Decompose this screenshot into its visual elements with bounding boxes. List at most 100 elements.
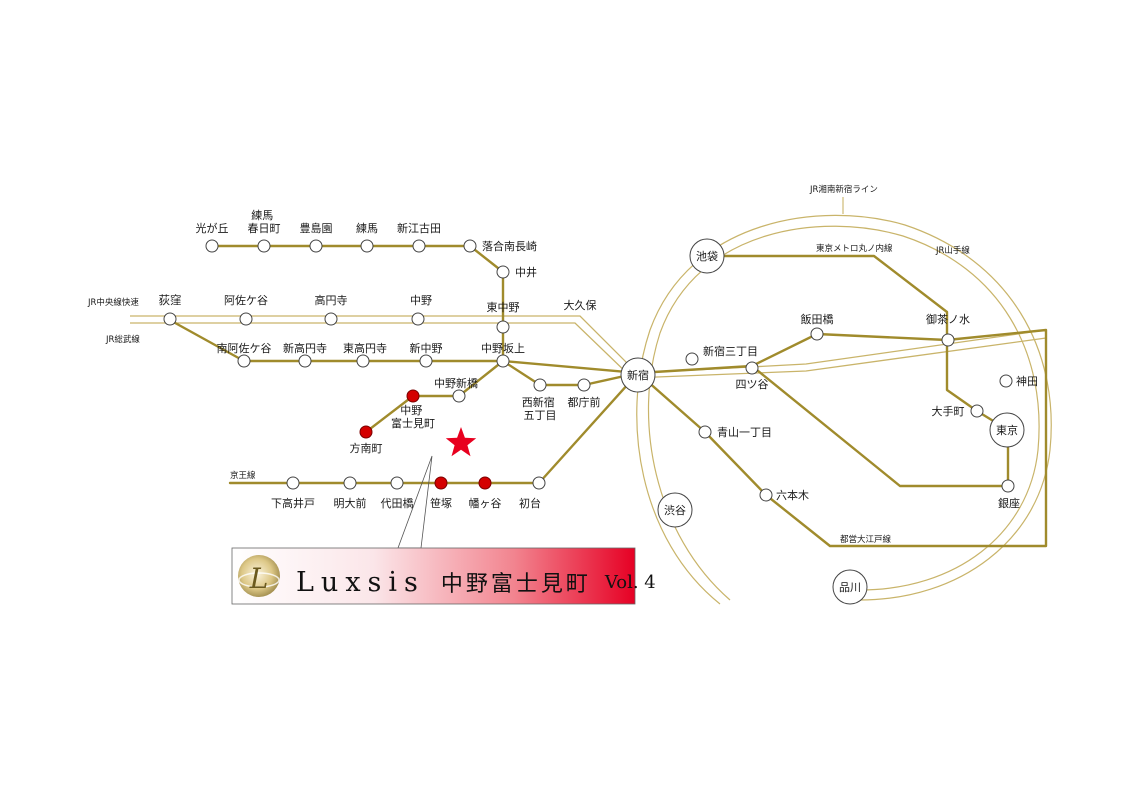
label-nakai: 中井 [515,265,537,279]
label-kanda: 神田 [1016,374,1038,388]
label-tochomae: 都庁前 [568,395,601,409]
label-honancho: 方南町 [350,441,383,455]
station-ikebukuro-hub [689,238,725,274]
label-otemachi: 大手町 [932,404,965,418]
station-shin-koenji [298,354,312,368]
station-otemachi [970,404,984,418]
label-ochiai-minami-nagasaki: 落合南長崎 [482,239,537,253]
station-ochanomizu [941,333,955,347]
station-yoyogi-uehara [390,476,404,490]
station-honancho [359,425,373,439]
station-hatagaya [478,476,492,490]
station-nakano-fujimicho [406,389,420,403]
line-label-chuo-rapid: JR中央線快速 [87,297,139,308]
station-nerima-kasugacho [257,239,271,253]
label-nerima-kasugacho-1: 練馬 [251,208,273,222]
station-asagaya [239,312,253,326]
label-nakano-shimbashi: 中野新橋 [434,376,478,390]
label-nakano-fujimicho-1: 中野 [400,404,422,417]
label-meidaimae: 明大前 [334,496,367,510]
station-shinjuku-sanchome [685,352,699,366]
label-higashi-nakano: 東中野 [487,301,520,314]
label-higashi-koenji: 東高円寺 [343,341,387,355]
station-iidabashi [810,327,824,341]
station-nerima [360,239,374,253]
station-hatsudai [532,476,546,490]
station-nakano [411,312,425,326]
label-roppongi: 六本木 [776,488,809,502]
station-tokyo-hub [989,412,1025,448]
label-shinagawa: 品川 [839,581,861,594]
label-nerima-kasugacho: 練馬 春日町 [248,208,281,235]
label-ginza: 銀座 [998,496,1020,510]
label-nakano-sakaue: 中野坂上 [481,342,525,355]
label-okubo: 大久保 [564,298,597,312]
yamanote-line [636,214,1052,605]
station-sasazuka [434,476,448,490]
station-roppongi [759,488,773,502]
banner: L [231,547,636,605]
label-hatsudai: 初台 [519,496,541,510]
brand-name: Luxsis [296,566,425,598]
station-higashi-nakano [496,320,510,334]
label-nerima-kasugacho-2: 春日町 [248,222,281,235]
label-shin-nakano: 新中野 [410,341,443,355]
banner-title: Luxsis 中野富士見町 Vol. 4 [296,562,656,602]
label-nakano-fujimicho: 中野 富士見町 [391,404,435,430]
station-kanda [999,374,1013,388]
label-toshimaen: 豊島園 [300,221,333,235]
station-meidaimae [343,476,357,490]
oedo-line [208,244,1048,548]
line-label-shonan-shinjuku: JR湘南新宿ライン [809,184,878,195]
line-label-oedo: 都営大江戸線 [840,534,892,545]
station-nakai [496,265,510,279]
line-label-keio: 京王線 [230,470,256,481]
label-yotsuya: 四ツ谷 [736,378,769,391]
label-nerima: 練馬 [356,221,378,235]
station-ochiai-minami-nagasaki [463,239,477,253]
label-ogikubo: 荻窪 [159,293,182,307]
property-name: 中野富士見町 [440,572,591,597]
label-shimotakaido: 下高井戸 [271,496,315,510]
station-tochomae [577,378,591,392]
station-shinagawa-hub [832,569,868,605]
label-nishi-shinjuku-gochome: 西新宿 五丁目 [522,395,559,422]
label-shinjuku-sanchome: 新宿三丁目 [703,344,758,358]
label-shibuya: 渋谷 [664,504,686,517]
station-shinjuku-hub [620,357,656,393]
label-nishi-shinjuku-1: 西新宿 [522,395,555,409]
line-label-marunouchi: 東京メトロ丸ノ内線 [816,243,893,254]
label-hikarigaoka: 光が丘 [196,221,229,235]
station-ogikubo [163,312,177,326]
label-nishi-shinjuku-2: 五丁目 [524,409,557,422]
label-ikebukuro: 池袋 [696,249,718,263]
label-shinjuku: 新宿 [627,368,649,382]
logo-emblem: L [238,555,280,597]
logo-letter: L [249,562,269,595]
station-higashi-koenji [356,354,370,368]
property-star-icon [445,427,477,457]
station-minami-asagaya [237,354,251,368]
station-hikarigaoka [205,239,219,253]
label-nakano-fujimicho-2: 富士見町 [391,416,435,430]
label-shin-egota: 新江古田 [397,221,441,235]
station-shin-nakano [419,354,433,368]
station-aoyama-itchome [698,425,712,439]
label-asagaya: 阿佐ケ谷 [224,293,268,307]
station-koenji [324,312,338,326]
station-ginza [1001,479,1015,493]
marunouchi-line [166,254,1010,488]
label-ochanomizu: 御茶ノ水 [926,312,970,326]
station-yotsuya [745,361,759,375]
label-tokyo: 東京 [996,423,1018,437]
label-hatagaya: 幡ヶ谷 [469,496,502,510]
label-minami-asagaya: 南阿佐ケ谷 [217,341,272,355]
station-nishi-shinjuku-gochome [533,378,547,392]
label-iidabashi: 飯田橋 [801,312,834,326]
station-nakano-shimbashi [452,389,466,403]
station-shibuya-hub [657,492,693,528]
label-koenji: 高円寺 [315,293,348,307]
label-nakano: 中野 [410,294,432,307]
station-toshimaen [309,239,323,253]
